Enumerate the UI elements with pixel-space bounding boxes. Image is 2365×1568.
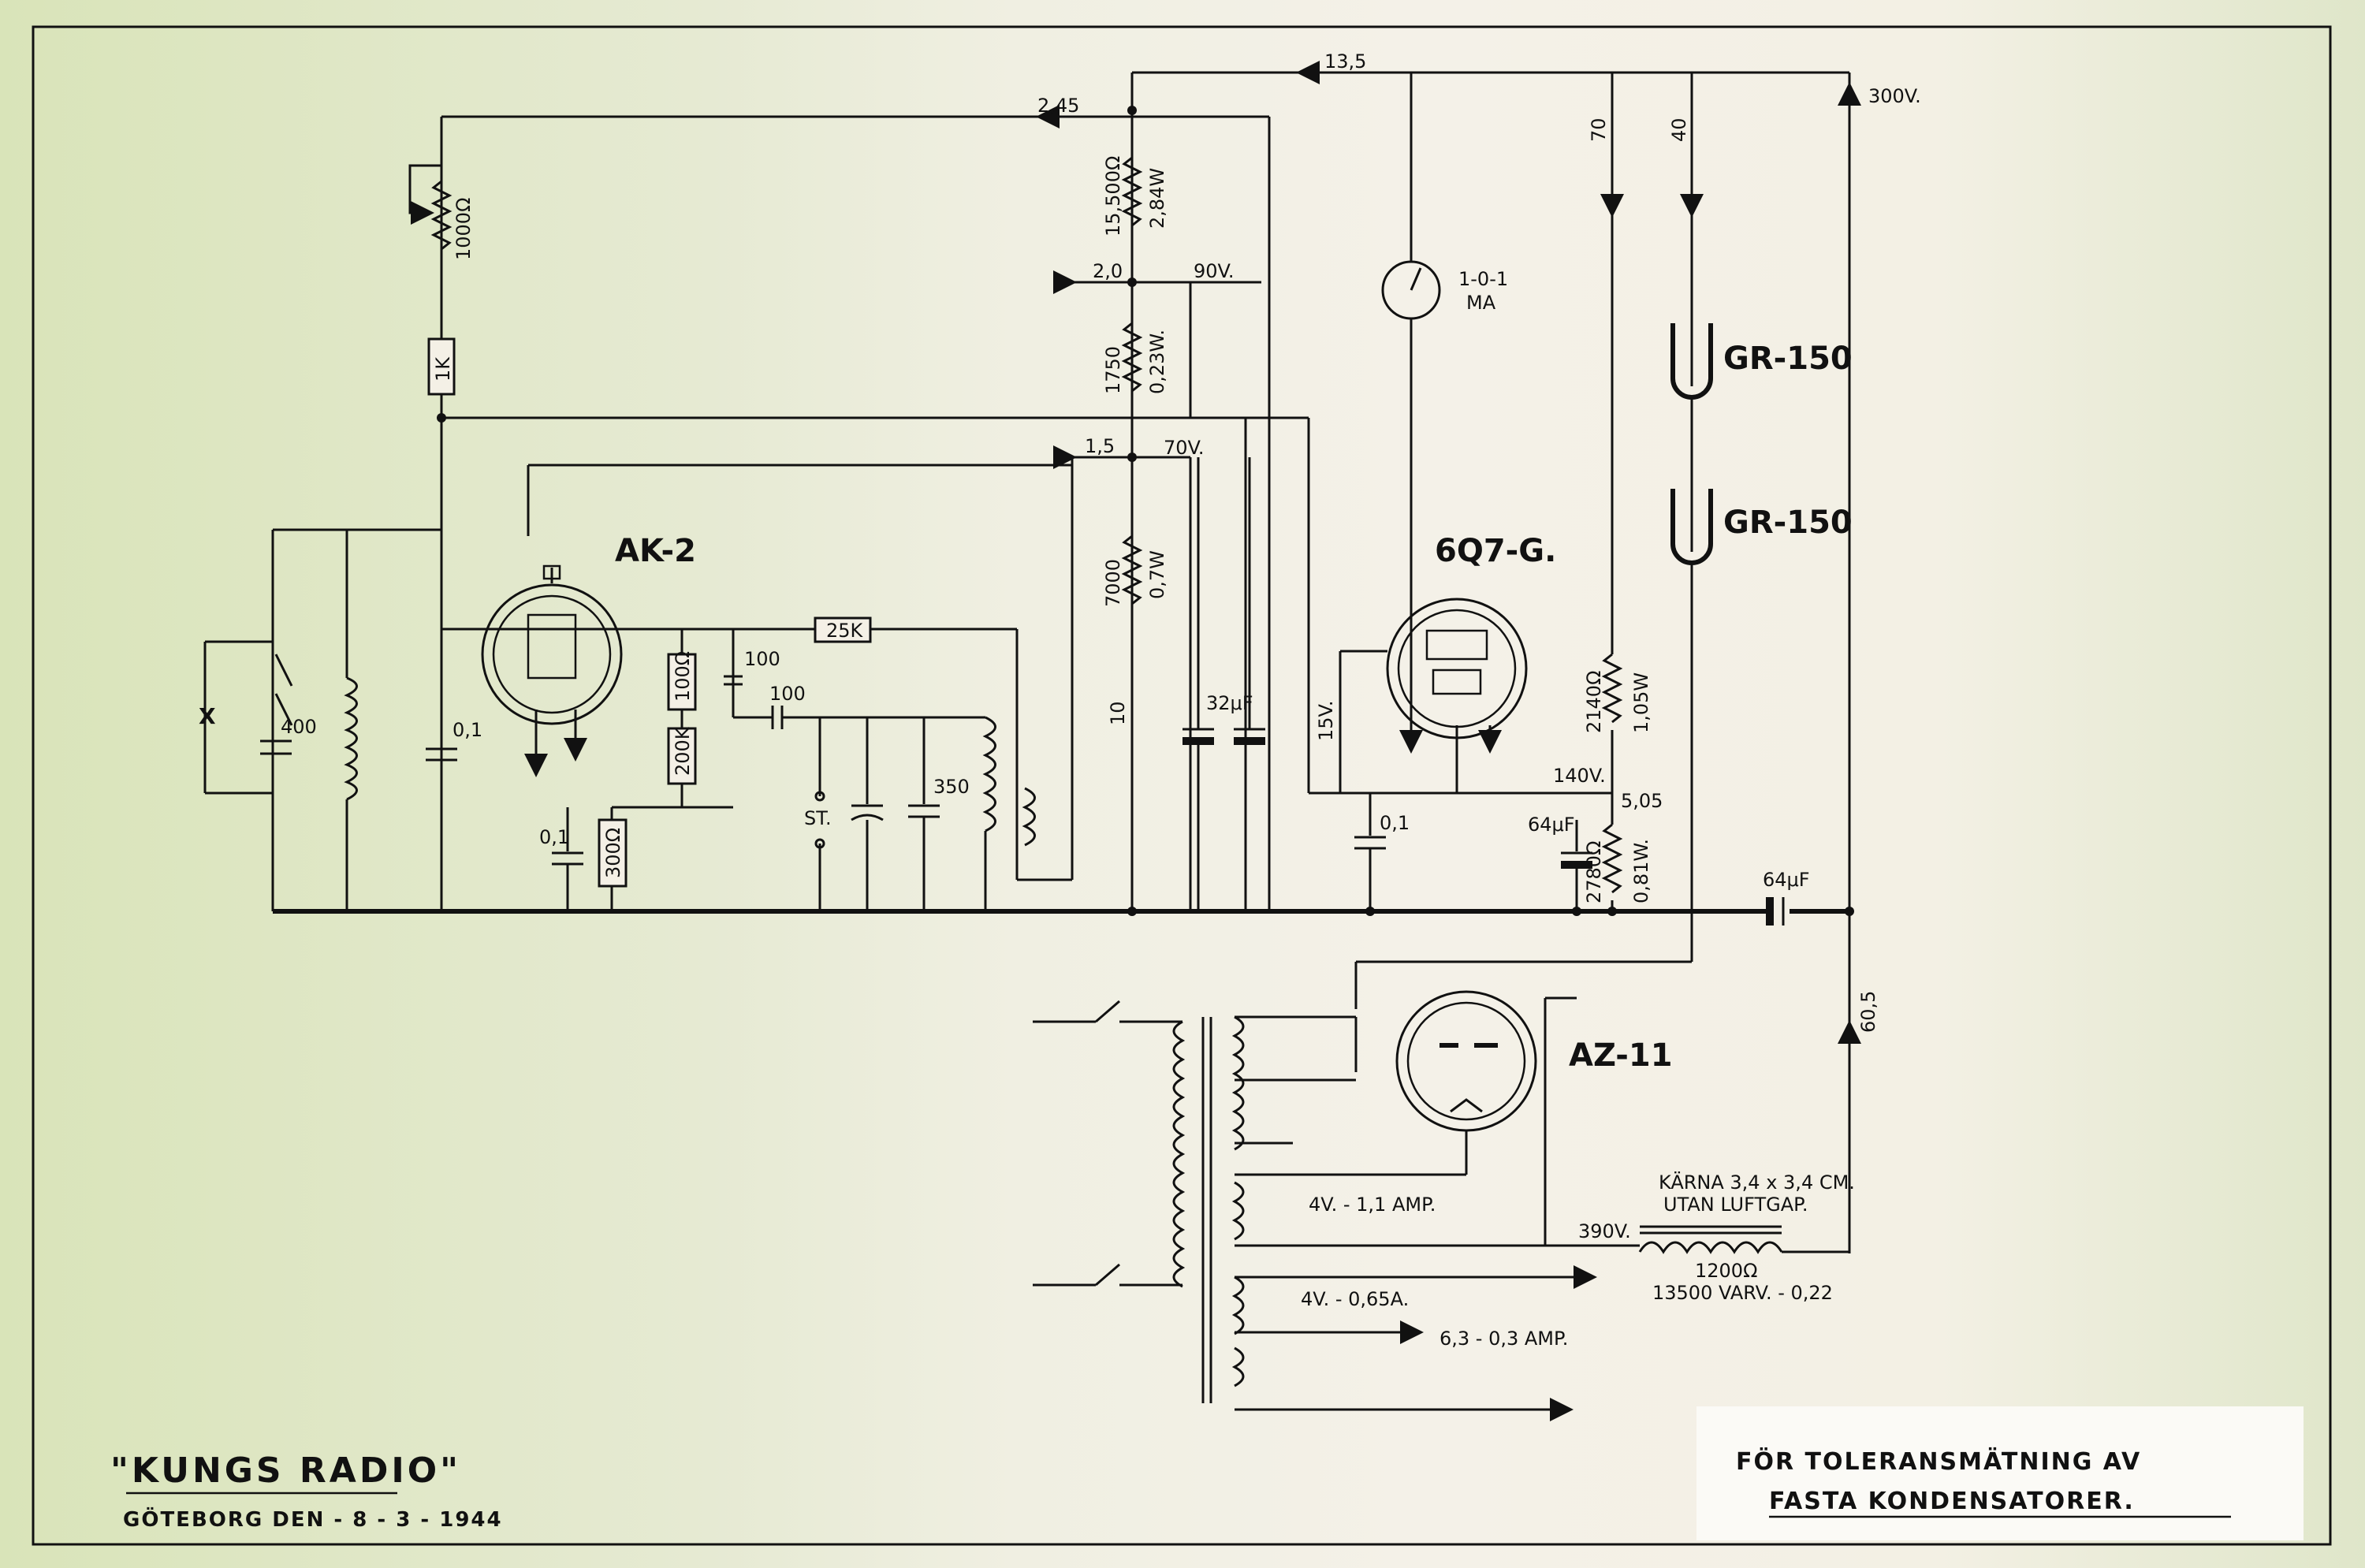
tube-az11 [1395,990,1577,1246]
label-r2140: 2140Ω [1583,671,1605,733]
power-transformer [1033,1000,1597,1421]
current-40: 40 [1668,117,1690,142]
label-p081: 0,81W. [1630,839,1652,903]
label-r25k: 25K [826,620,864,642]
tube-label-6q7g: 6Q7-G. [1435,533,1556,569]
label-r1k: 1K [432,356,454,382]
label-r1750: 1750 [1102,346,1124,394]
label-x: X [199,703,216,729]
label-r200k: 200K [672,726,694,776]
bias-lines [440,115,1310,911]
label-p07: 0,7W [1146,550,1168,599]
plate-resistor-2140 [1601,73,1623,793]
tube-label-az11: AZ-11 [1569,1037,1673,1074]
capacitor-32uf [1182,457,1265,911]
choke-turns: 13500 VARV. - 0,22 [1652,1282,1833,1304]
label-c01b: 0,1 [539,826,569,848]
plate-network [552,616,1036,911]
voltage-390: 390V. [1578,1220,1631,1242]
note-box [1696,1406,2304,1540]
note-line-2: FASTA KONDENSATORER. [1769,1488,2135,1515]
tube-label-gr150-b: GR-150 [1723,505,1853,541]
meter-range: 1-0-1 [1458,268,1508,290]
capacitor-64uf-output [1766,897,1785,926]
current-2-45: 2,45 [1037,95,1079,117]
label-r7000: 7000 [1102,559,1124,607]
label-r15500: 15,500Ω [1102,156,1124,237]
ground-rail [273,909,1851,1253]
current-1-5: 1,5 [1085,435,1115,457]
drawing-frame [32,25,2332,1546]
label-c01c: 0,1 [1380,812,1410,834]
label-c01a: 0,1 [453,719,482,741]
divider-resistor-7000 [1121,534,1143,605]
hv-rail [1130,71,1851,911]
label-c100b: 100 [769,683,806,705]
label-pot1000: 1000Ω [453,198,475,260]
brand-title: "KUNGS RADIO" [110,1451,461,1491]
winding-6-3v-0-3a: 6,3 - 0,3 AMP. [1439,1328,1568,1350]
choke-ohm: 1200Ω [1695,1260,1757,1282]
input-circuit [203,528,457,911]
current-70: 70 [1588,117,1610,142]
voltage-140: 140V. [1553,765,1606,787]
current-arrows [1036,61,1861,218]
label-p284: 2,84W [1146,168,1168,229]
label-p023: 0,23W. [1146,330,1168,394]
divider-resistor-1750 [1121,322,1143,393]
label-c400: 400 [281,716,317,738]
label-c32: 32μF [1206,692,1253,714]
divider-resistor-15500 [1121,156,1143,227]
tube-label-ak2: AK-2 [615,533,696,569]
label-st: ST. [804,807,832,829]
label-c350: 350 [933,776,970,798]
choke-gap: UTAN LUFTGAP. [1663,1194,1808,1216]
current-10: 10 [1107,701,1129,725]
label-r2780: 2780Ω [1583,841,1605,903]
current-13-5: 13,5 [1324,50,1366,73]
tube-ak2 [441,564,682,777]
plate-resistor-2780 [1561,793,1623,911]
current-2-0: 2,0 [1093,260,1123,282]
current-5-05: 5,05 [1621,790,1663,812]
label-p105: 1,05W [1630,672,1652,733]
place-date: GÖTEBORG DEN - 8 - 3 - 1944 [123,1506,503,1532]
label-c64a: 64μF [1528,814,1575,836]
regulator-gr150-b [1354,489,1713,1009]
current-60-5: 60,5 [1857,991,1879,1033]
tube-6q7g [1309,598,1612,911]
voltage-300: 300V. [1868,85,1921,107]
label-r300: 300Ω [602,828,624,878]
filter-choke [1545,1020,1861,1254]
potentiometer-1000 [408,117,453,251]
winding-4v-1-1a: 4V. - 1,1 AMP. [1309,1194,1436,1216]
voltage-15: 15V. [1315,701,1337,742]
label-r100: 100Ω [672,651,694,702]
tube-label-gr150-a: GR-150 [1723,341,1853,377]
voltage-70: 70V. [1164,437,1205,459]
meter-unit: MA [1466,292,1496,314]
winding-4v-0-65a: 4V. - 0,65A. [1301,1288,1409,1310]
choke-core: KÄRNA 3,4 x 3,4 CM. [1659,1171,1855,1194]
voltage-90: 90V. [1194,260,1235,282]
resistor-1k [427,337,456,396]
label-c64b: 64μF [1763,869,1810,891]
label-c100a: 100 [744,648,780,670]
milliammeter [1381,73,1441,754]
note-line-1: FÖR TOLERANSMÄTNING AV [1736,1447,2141,1476]
